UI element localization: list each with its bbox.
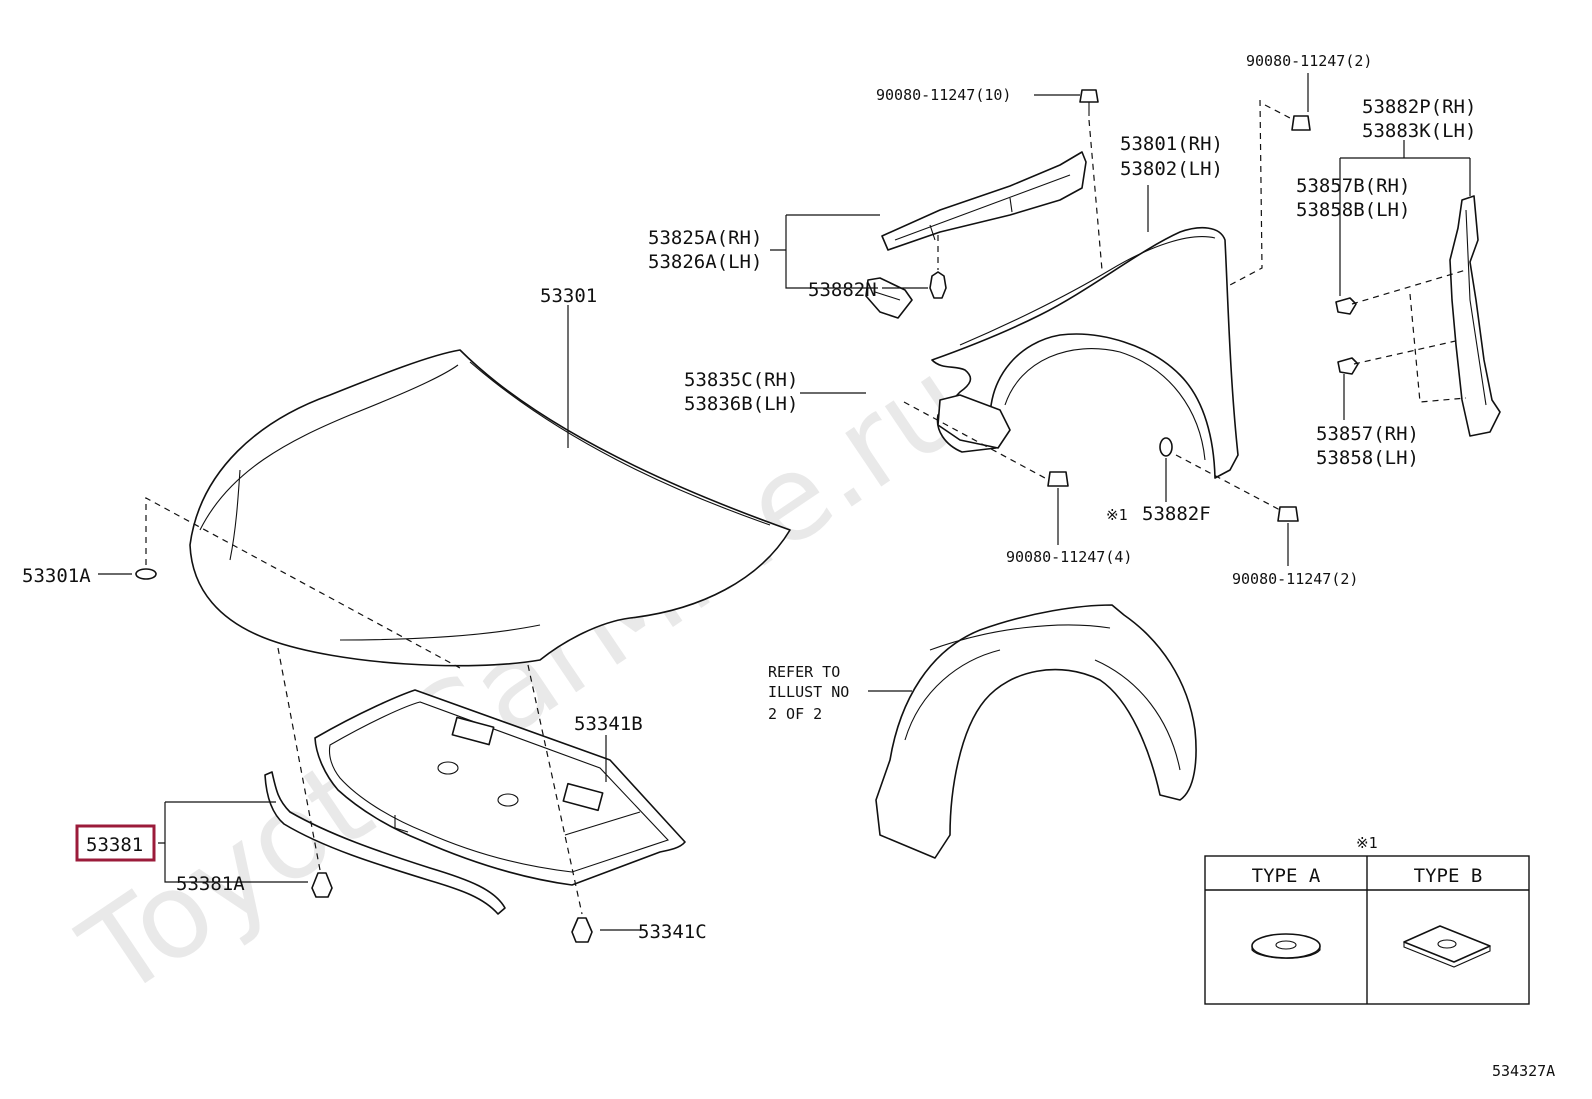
note-mark-53882f: ※1 bbox=[1106, 506, 1128, 524]
fender-support-53825a[interactable] bbox=[881, 151, 1087, 251]
fender-seal-53882p[interactable] bbox=[1449, 195, 1501, 437]
label-bolt-4: 90080-11247(4) bbox=[1006, 548, 1132, 566]
hood-insulator-53341b[interactable] bbox=[314, 689, 686, 886]
refer-note-line-1: REFER TO bbox=[768, 663, 840, 681]
washer-type-b-icon bbox=[1403, 925, 1491, 968]
bolt-90080-11247-top-right[interactable] bbox=[1291, 115, 1311, 131]
table-header-type-b: TYPE B bbox=[1414, 865, 1483, 887]
label-53301a: 53301A bbox=[22, 565, 91, 587]
grommet-53301a[interactable] bbox=[135, 568, 157, 580]
bolt-90080-11247-bottom[interactable] bbox=[1277, 506, 1299, 522]
table-note-mark: ※1 bbox=[1356, 834, 1378, 852]
label-53882f: 53882F bbox=[1142, 503, 1211, 525]
washer-type-a-icon bbox=[1251, 933, 1321, 959]
clip-53857b[interactable] bbox=[1335, 297, 1357, 315]
clip-53381a[interactable] bbox=[311, 872, 333, 898]
label-53301: 53301 bbox=[540, 285, 597, 307]
label-bolt-2-bottom: 90080-11247(2) bbox=[1232, 570, 1358, 588]
clip-53882n[interactable] bbox=[929, 271, 947, 299]
label-53882n: 53882N bbox=[808, 279, 877, 301]
label-53801: 53801(RH) bbox=[1120, 133, 1223, 155]
washer-53882f[interactable] bbox=[1159, 437, 1173, 457]
label-53802: 53802(LH) bbox=[1120, 158, 1223, 180]
label-53341c: 53341C bbox=[638, 921, 707, 943]
table-header-type-a: TYPE A bbox=[1252, 865, 1321, 887]
label-53836b: 53836B(LH) bbox=[684, 393, 798, 415]
bolt-90080-11247-top-left[interactable] bbox=[1079, 89, 1099, 116]
label-53857: 53857(RH) bbox=[1316, 423, 1419, 445]
label-53858: 53858(LH) bbox=[1316, 447, 1419, 469]
clip-53341c[interactable] bbox=[571, 917, 593, 943]
bolt-90080-11247-middle[interactable] bbox=[1047, 471, 1069, 487]
diagram-id: 534327A bbox=[1492, 1062, 1555, 1080]
label-53883k: 53883K(LH) bbox=[1362, 120, 1476, 142]
label-bolt-10: 90080-11247(10) bbox=[876, 86, 1011, 104]
washer-type-table: ※1 TYPE A TYPE B bbox=[1204, 834, 1530, 1005]
clip-53857[interactable] bbox=[1337, 357, 1359, 375]
refer-note-line-3: 2 OF 2 bbox=[768, 705, 822, 723]
label-53835c: 53835C(RH) bbox=[684, 369, 798, 391]
label-53882p: 53882P(RH) bbox=[1362, 96, 1476, 118]
refer-note-line-2: ILLUST NO bbox=[768, 683, 849, 701]
label-53381a: 53381A bbox=[176, 873, 245, 895]
label-53858b: 53858B(LH) bbox=[1296, 199, 1410, 221]
label-53826a: 53826A(LH) bbox=[648, 251, 762, 273]
hood-seal-53381[interactable] bbox=[264, 771, 506, 915]
label-53825a: 53825A(RH) bbox=[648, 227, 762, 249]
label-53341b: 53341B bbox=[574, 713, 643, 735]
label-53381[interactable]: 53381 bbox=[86, 834, 143, 856]
label-bolt-2-top: 90080-11247(2) bbox=[1246, 52, 1372, 70]
fender-liner[interactable] bbox=[875, 604, 1197, 859]
label-53857b: 53857B(RH) bbox=[1296, 175, 1410, 197]
highlight-box-53381 bbox=[75, 824, 156, 862]
hood-53301[interactable] bbox=[189, 349, 791, 667]
